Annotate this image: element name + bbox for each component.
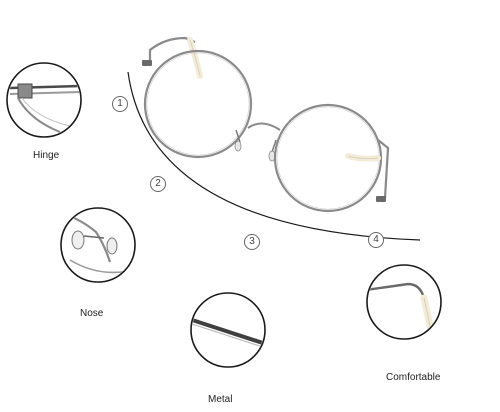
step-marker-3: 3 [244, 234, 260, 250]
hinge-label: Hinge [33, 150, 60, 161]
metal-detail-image [190, 292, 266, 368]
guide-arc [127, 71, 421, 241]
nose-detail-image [60, 207, 136, 283]
nose-label: Nose [80, 308, 104, 319]
step-marker-4: 4 [368, 232, 384, 248]
round-glasses-image [142, 36, 390, 213]
step-marker-2: 2 [150, 176, 166, 192]
comfortable-detail-image [366, 264, 442, 340]
comfortable-label: Comfortable [386, 372, 441, 383]
step-marker-1: 1 [112, 96, 128, 112]
hinge-detail-image [6, 62, 82, 138]
metal-label: Metal [208, 394, 233, 405]
